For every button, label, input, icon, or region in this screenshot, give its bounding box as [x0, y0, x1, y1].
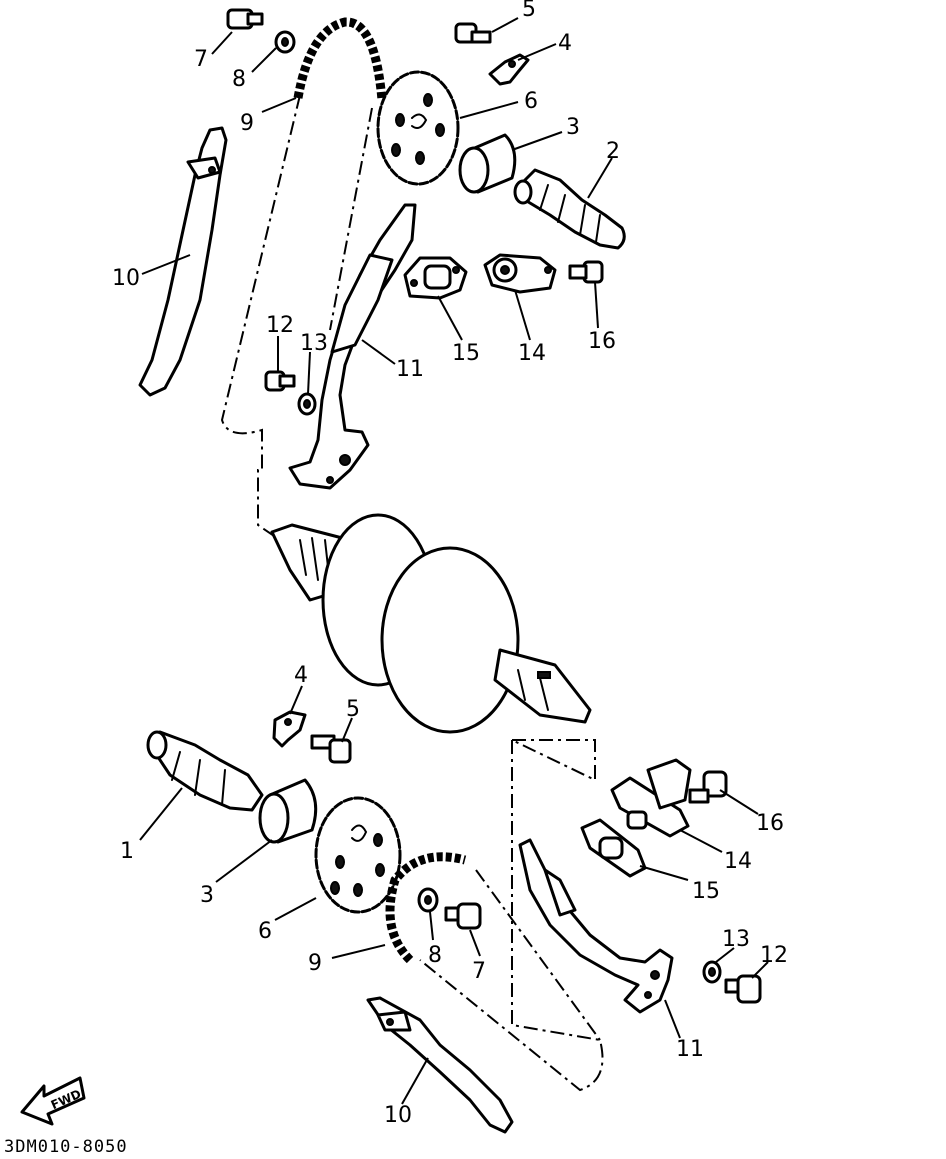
- collar-3-upper: [458, 133, 517, 194]
- callout-6-lower: 6: [258, 919, 272, 944]
- callout-7-lower: 7: [472, 959, 486, 984]
- bolt-16-lower: [688, 770, 728, 804]
- bolt-5-lower: [310, 734, 352, 764]
- bolt-7-upper: [226, 8, 264, 30]
- callout-16-lower: 16: [756, 811, 784, 836]
- bolt-12-upper: [264, 370, 296, 392]
- diagram-code: 3DM010-8050: [4, 1137, 128, 1157]
- callout-3-upper: 3: [566, 115, 580, 140]
- fwd-arrow-icon: FWD: [20, 1076, 86, 1126]
- callout-8-upper: 8: [232, 67, 246, 92]
- callout-14-lower: 14: [724, 849, 752, 874]
- gasket-15-upper: [403, 256, 468, 300]
- callout-7-upper: 7: [194, 47, 208, 72]
- chain-guide-10-upper: [138, 126, 228, 397]
- washer-13-upper: [297, 392, 317, 416]
- bolt-7-lower: [444, 902, 482, 930]
- leader-lines: [139, 17, 769, 1105]
- callout-12-upper: 12: [266, 313, 294, 338]
- crankshaft: [270, 513, 592, 734]
- plate-4-upper: [488, 53, 530, 86]
- callout-14-upper: 14: [518, 341, 546, 366]
- cam-sprocket-6-lower: [314, 796, 402, 914]
- bolt-16-upper: [568, 260, 604, 284]
- callout-11-lower: 11: [676, 1037, 704, 1062]
- collar-3-lower: [258, 778, 318, 844]
- bolt-12-lower: [724, 974, 762, 1004]
- callout-8-lower: 8: [428, 943, 442, 968]
- callout-1: 1: [120, 839, 134, 864]
- chain-run-lines: [220, 94, 604, 1092]
- callout-13-upper: 13: [300, 331, 328, 356]
- callout-labels: 7 8 9 5 4 6 3 2 10 12 13 11 15 14 16 4 5…: [112, 0, 788, 1128]
- callout-15-lower: 15: [692, 879, 720, 904]
- cam-sprocket-6-upper: [376, 70, 460, 186]
- callout-3-lower: 3: [200, 883, 214, 908]
- callout-2: 2: [606, 139, 620, 164]
- callout-10-lower: 10: [384, 1103, 412, 1128]
- callout-13-lower: 13: [722, 927, 750, 952]
- camshaft-2: [513, 168, 626, 250]
- callout-6-upper: 6: [524, 89, 538, 114]
- callout-9-lower: 9: [308, 951, 322, 976]
- callout-10-upper: 10: [112, 266, 140, 291]
- callout-12-lower: 12: [760, 943, 788, 968]
- bolt-5-upper: [454, 22, 492, 44]
- cam-chain-lower: [385, 852, 467, 964]
- callout-11-upper: 11: [396, 357, 424, 382]
- tensioner-14-upper: [483, 253, 557, 294]
- tensioner-14-lower: [610, 758, 692, 838]
- washer-13-lower: [702, 960, 722, 984]
- callout-5-upper: 5: [522, 0, 536, 22]
- chain-tensioner-guide-11-lower: [518, 838, 674, 1014]
- camshaft-1: [146, 730, 264, 812]
- callout-5-lower: 5: [346, 697, 360, 722]
- plate-4-lower: [272, 710, 307, 748]
- callout-4-upper: 4: [558, 31, 572, 56]
- washer-8-upper: [274, 30, 296, 54]
- callout-9-upper: 9: [240, 111, 254, 136]
- callout-15-upper: 15: [452, 341, 480, 366]
- chain-guide-10-lower: [366, 996, 514, 1134]
- cam-chain-upper: [293, 17, 387, 101]
- chain-tensioner-guide-11-upper: [288, 203, 417, 490]
- callout-16-upper: 16: [588, 329, 616, 354]
- callout-4-lower: 4: [294, 663, 308, 688]
- washer-8-lower: [417, 887, 439, 913]
